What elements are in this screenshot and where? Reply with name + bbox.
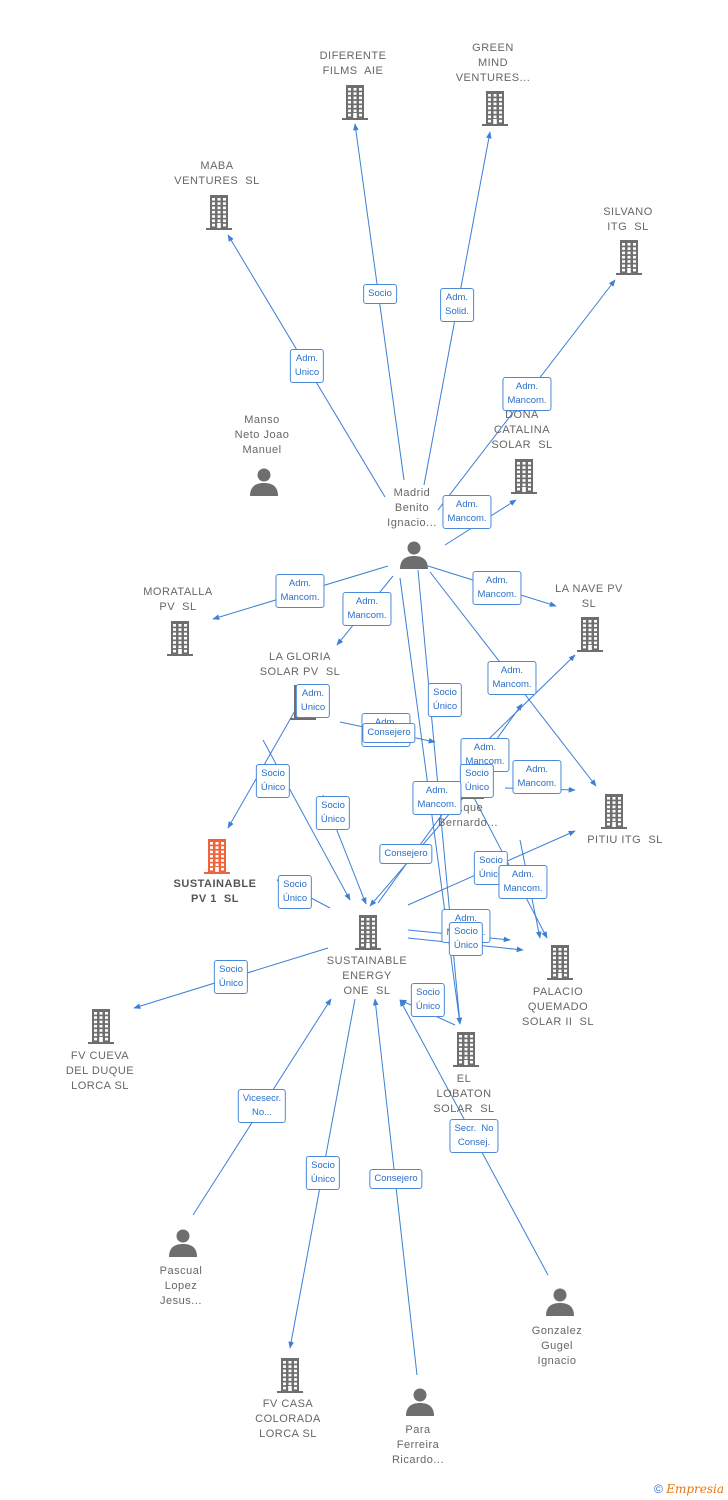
node-label-pitiu[interactable]: PITIU ITG SL — [587, 834, 663, 846]
empresia-watermark: © Empresia — [654, 1482, 724, 1496]
relation-label[interactable]: Vicesecr. No... — [237, 1089, 287, 1123]
building-icon[interactable] — [203, 194, 235, 235]
person-icon[interactable] — [399, 540, 429, 575]
relation-label[interactable]: Adm. Mancom. — [502, 377, 552, 411]
relation-label[interactable]: Adm. Mancom. — [487, 661, 537, 695]
relation-label[interactable]: Adm. Mancom. — [442, 495, 492, 529]
relation-label[interactable]: Adm. Mancom. — [275, 574, 325, 608]
relation-label[interactable]: Consejero — [369, 1169, 423, 1189]
node-label-maba[interactable]: MABA VENTURES SL — [174, 160, 260, 187]
relation-label[interactable]: Socio Único — [277, 875, 313, 909]
relation-label[interactable]: Adm. Unico — [289, 349, 325, 383]
node-label-lagloria[interactable]: LA GLORIA SOLAR PV SL — [259, 651, 341, 678]
node-label-moratalla[interactable]: MORATALLA PV SL — [143, 586, 213, 613]
building-icon[interactable] — [201, 838, 233, 879]
relation-label[interactable]: Socio Único — [255, 764, 291, 798]
node-label-dona[interactable]: DOÑA CATALINA SOLAR SL — [491, 409, 553, 451]
building-icon[interactable] — [598, 793, 630, 834]
edge-line — [469, 789, 548, 939]
relation-label[interactable]: Adm. Mancom. — [498, 865, 548, 899]
relation-label[interactable]: Adm. Mancom. — [342, 592, 392, 626]
node-label-fvcueva[interactable]: FV CUEVA DEL DUQUE LORCA SL — [65, 1050, 135, 1092]
node-label-sust1[interactable]: SUSTAINABLE PV 1 SL — [173, 878, 257, 905]
node-label-para[interactable]: Para Ferreira Ricardo... — [391, 1424, 445, 1466]
node-label-pascual[interactable]: Pascual Lopez Jesus... — [159, 1265, 203, 1307]
edge-line — [227, 694, 305, 829]
node-label-lanave[interactable]: LA NAVE PV SL — [555, 583, 623, 610]
relation-label[interactable]: Socio Único — [410, 983, 446, 1017]
building-icon[interactable] — [85, 1008, 117, 1049]
building-icon[interactable] — [574, 616, 606, 657]
node-label-gonzalez[interactable]: Gonzalez Gugel Ignacio — [531, 1325, 583, 1367]
relation-label[interactable]: Consejero — [362, 723, 416, 743]
relation-label[interactable]: Secr. No Consej. — [449, 1119, 499, 1153]
brand-name: Empresia — [666, 1482, 724, 1496]
building-icon[interactable] — [164, 620, 196, 661]
building-icon[interactable] — [339, 84, 371, 125]
node-label-silvano[interactable]: SILVANO ITG SL — [603, 206, 653, 233]
node-label-madrid[interactable]: Madrid Benito Ignacio... — [387, 487, 437, 529]
node-label-fvcasa[interactable]: FV CASA COLORADA LORCA SL — [255, 1398, 321, 1440]
person-icon[interactable] — [249, 467, 279, 502]
building-icon[interactable] — [274, 1357, 306, 1398]
person-icon[interactable] — [405, 1387, 435, 1422]
relation-label[interactable]: Adm. Mancom. — [412, 781, 462, 815]
relation-label[interactable]: Socio Único — [448, 922, 484, 956]
node-label-diferente[interactable]: DIFERENTE FILMS AIE — [319, 50, 387, 77]
building-icon[interactable] — [450, 1031, 482, 1072]
relation-label[interactable]: Adm. Solid. — [440, 288, 474, 322]
building-icon[interactable] — [508, 458, 540, 499]
relation-label[interactable]: Socio Único — [459, 764, 495, 798]
node-label-lobaton[interactable]: EL LOBATON SOLAR SL — [433, 1073, 495, 1115]
node-label-green[interactable]: GREEN MIND VENTURES... — [455, 42, 531, 84]
relation-label[interactable]: Socio Único — [315, 796, 351, 830]
relation-label[interactable]: Socio Único — [305, 1156, 341, 1190]
relation-label[interactable]: Adm. Unico — [295, 684, 331, 718]
person-icon[interactable] — [545, 1287, 575, 1322]
node-label-palacio[interactable]: PALACIO QUEMADO SOLAR II SL — [521, 986, 595, 1028]
node-label-manso[interactable]: Manso Neto Joao Manuel — [234, 414, 290, 456]
copyright-symbol: © — [654, 1482, 663, 1496]
relation-label[interactable]: Socio — [363, 284, 397, 304]
building-icon[interactable] — [544, 944, 576, 985]
relation-label[interactable]: Consejero — [379, 844, 433, 864]
relation-label[interactable]: Adm. Mancom. — [512, 760, 562, 794]
person-icon[interactable] — [168, 1228, 198, 1263]
building-icon[interactable] — [479, 90, 511, 131]
relation-label[interactable]: Adm. Mancom. — [472, 571, 522, 605]
building-icon[interactable] — [352, 914, 384, 955]
building-icon[interactable] — [613, 239, 645, 280]
node-label-sustone[interactable]: SUSTAINABLE ENERGY ONE SL — [326, 955, 408, 997]
relation-label[interactable]: Socio Único — [427, 683, 463, 717]
relation-label[interactable]: Socio Único — [213, 960, 249, 994]
